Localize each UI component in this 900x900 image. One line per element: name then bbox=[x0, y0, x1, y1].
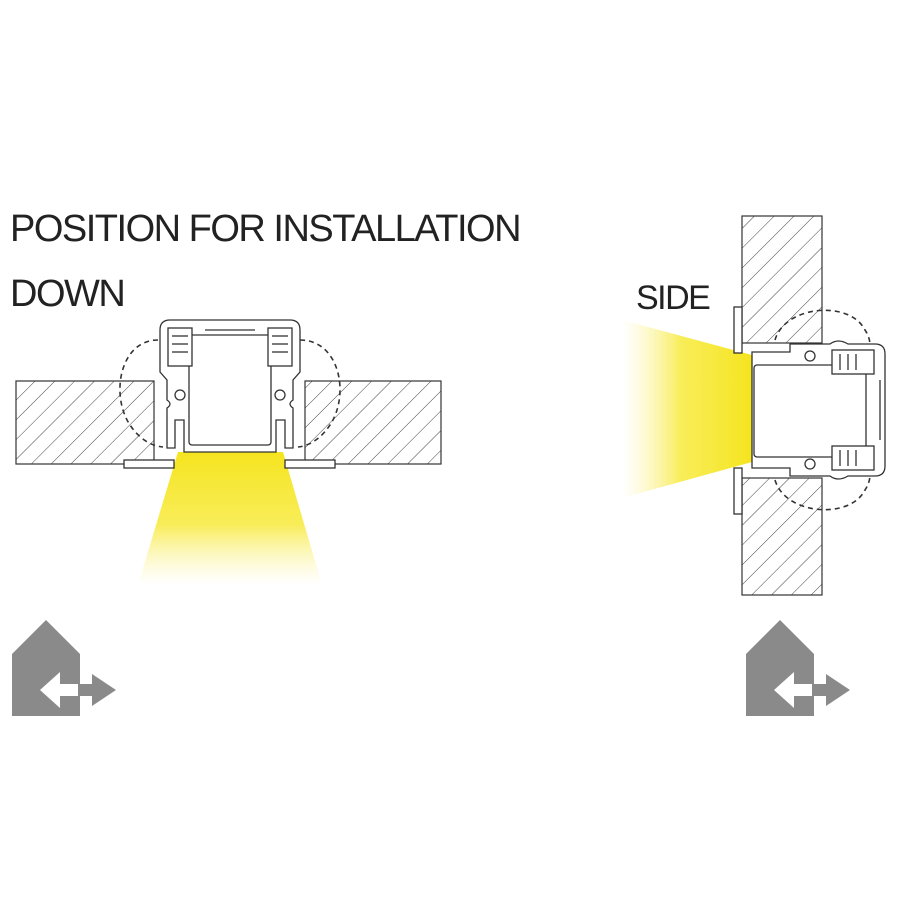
down-diagram bbox=[15, 319, 442, 585]
ceiling-right bbox=[304, 380, 442, 465]
wall-top bbox=[741, 215, 823, 344]
flange-right bbox=[284, 459, 336, 469]
label-side: SIDE bbox=[636, 279, 711, 317]
light-beam-side bbox=[622, 320, 752, 498]
house-arrow-icon bbox=[12, 620, 116, 716]
wall-bottom bbox=[741, 477, 823, 596]
page-title: POSITION FOR INSTALLATION bbox=[10, 208, 522, 250]
house-arrow-icon bbox=[746, 620, 850, 716]
side-diagram bbox=[622, 215, 886, 596]
profile-down bbox=[159, 319, 301, 453]
flange-bottom bbox=[733, 467, 743, 515]
label-down: DOWN bbox=[10, 273, 126, 315]
detail-circle-right bbox=[297, 339, 341, 448]
flange-left bbox=[123, 459, 175, 469]
profile-side bbox=[751, 340, 886, 480]
ceiling-left bbox=[15, 380, 155, 465]
light-beam-down bbox=[138, 452, 322, 585]
flange-top bbox=[733, 306, 743, 354]
